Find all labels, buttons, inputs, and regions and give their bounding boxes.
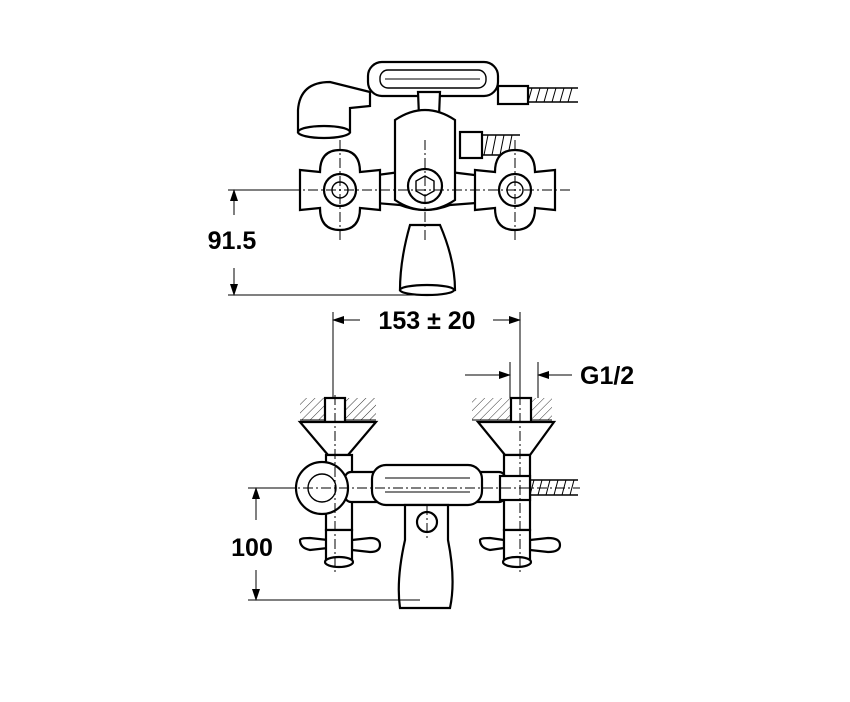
dimension-label-91-5: 91.5 — [208, 227, 257, 255]
dimension-height-top: 91.5 — [208, 189, 440, 296]
spout-top — [398, 223, 457, 292]
lever-handle-left — [298, 528, 382, 569]
escutcheon-left — [297, 420, 379, 457]
spout-front — [397, 503, 454, 610]
lever-handle-right — [478, 528, 562, 569]
shower-holder-bar — [366, 60, 500, 98]
dimension-label-g1-2: G1/2 — [580, 362, 634, 390]
hand-shower — [296, 80, 372, 140]
hose-top — [496, 84, 578, 106]
dimension-height-front: 100 — [231, 487, 420, 601]
dimension-center-distance: 153 ± 20 — [332, 307, 521, 398]
top-view-faucet — [290, 60, 578, 297]
escutcheon-right — [475, 420, 557, 457]
connector-fitting — [458, 130, 520, 160]
dimension-label-153: 153 ± 20 — [378, 307, 475, 335]
inlet-pipe-right — [509, 396, 533, 424]
dimension-label-100: 100 — [231, 534, 273, 562]
shower-cradle-front — [370, 463, 484, 507]
front-view-faucet — [285, 395, 580, 610]
dimension-thread: G1/2 — [465, 362, 634, 398]
